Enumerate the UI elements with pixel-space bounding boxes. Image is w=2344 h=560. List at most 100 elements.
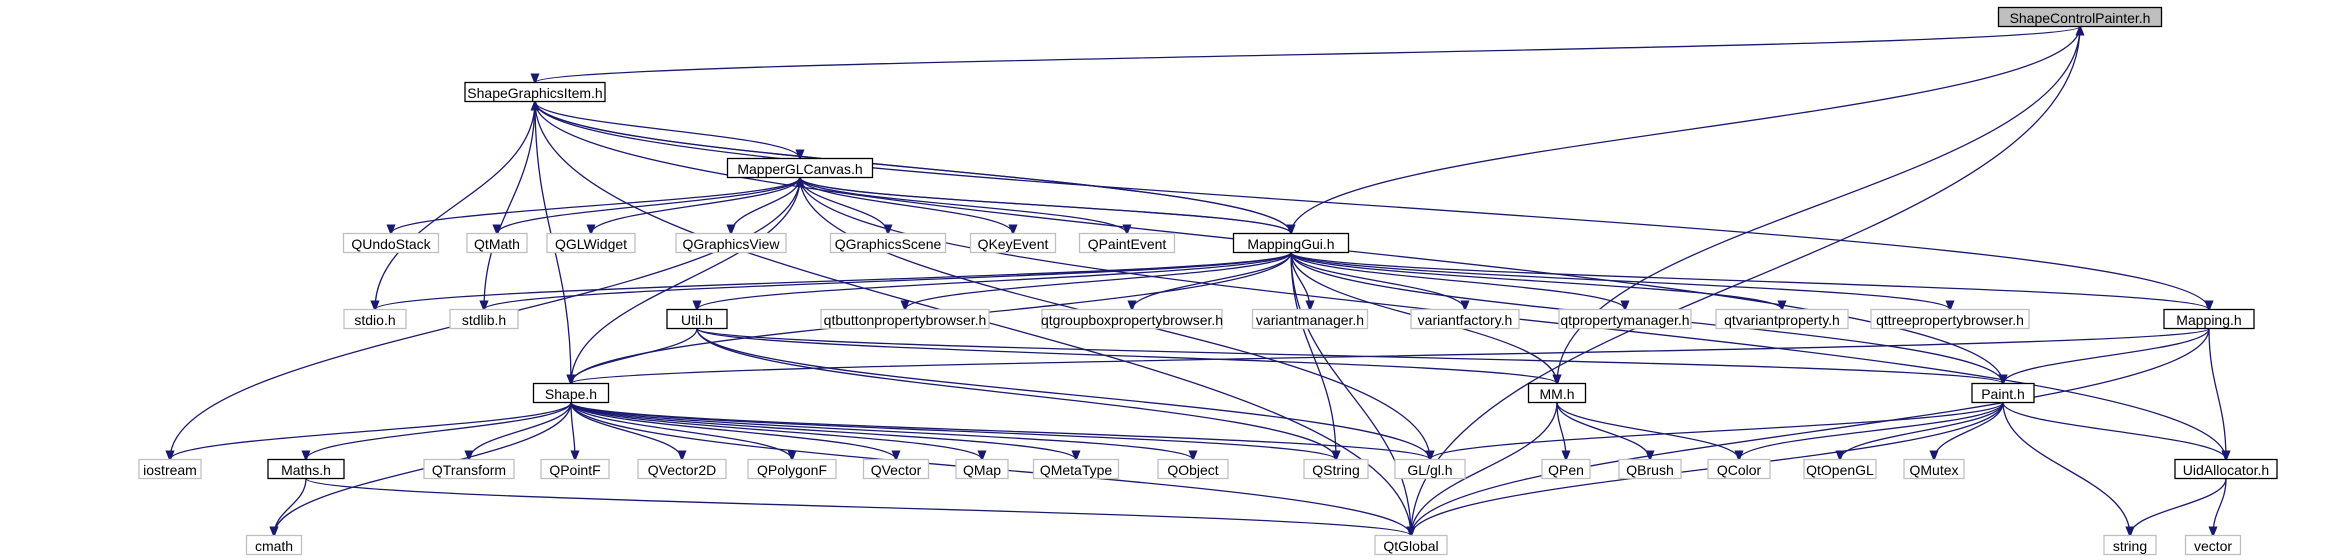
node-qtopengl-box bbox=[1803, 458, 1877, 480]
node-qvector2d-label: QVector2D bbox=[648, 462, 716, 478]
node-qmap: QMap bbox=[955, 458, 1009, 480]
node-stdlib: stdlib.h bbox=[449, 308, 519, 330]
node-mapping-box bbox=[2163, 308, 2255, 330]
node-qtvariantproperty-label: qtvariantproperty.h bbox=[1724, 312, 1840, 328]
node-qgraphicsscene: QGraphicsScene bbox=[829, 232, 947, 254]
edge-mm-to-qcolor bbox=[1556, 402, 1739, 460]
edge-mglc-to-qkeyevent bbox=[799, 177, 1013, 234]
node-qpolygonf: QPolygonF bbox=[747, 458, 837, 480]
edge-util-to-paint bbox=[696, 327, 2003, 384]
node-string-box bbox=[2103, 534, 2157, 556]
edge-mm-to-qtglobal bbox=[1411, 402, 1558, 536]
edge-shape-to-qobject bbox=[570, 401, 1193, 460]
node-qkeyevent-box bbox=[969, 232, 1057, 254]
node-stdlib-box bbox=[449, 308, 519, 330]
edge-mapping-to-paint bbox=[2003, 328, 2210, 384]
node-qundostack-label: QUndoStack bbox=[351, 236, 431, 252]
node-mglc[interactable]: MapperGLCanvas.h bbox=[726, 157, 874, 179]
node-iostream-label: iostream bbox=[143, 462, 197, 478]
node-qglwidget-box bbox=[546, 232, 636, 254]
edge-shape-to-qmap bbox=[570, 402, 982, 460]
node-qbrush-label: QBrush bbox=[1626, 462, 1673, 478]
node-uid[interactable]: UidAllocator.h bbox=[2174, 458, 2278, 480]
edge-mglc-to-qtmath bbox=[497, 177, 801, 234]
node-qmutex-label: QMutex bbox=[1909, 462, 1958, 478]
node-qtpropertymanager-box bbox=[1558, 308, 1692, 330]
node-qtransform-label: QTransform bbox=[432, 462, 506, 478]
node-iostream: iostream bbox=[138, 458, 202, 480]
edge-mglc-to-qglwidget bbox=[591, 177, 801, 234]
edge-sgi-to-mapping bbox=[534, 101, 2209, 310]
edge-mgui-to-mapping bbox=[1290, 251, 2209, 310]
node-mapping[interactable]: Mapping.h bbox=[2163, 308, 2255, 330]
node-qgraphicsview-box bbox=[675, 232, 787, 254]
edge-shape-to-glgl bbox=[570, 401, 1430, 460]
node-qgraphicsscene-box bbox=[829, 232, 947, 254]
edge-util-to-mm bbox=[696, 327, 1557, 384]
node-stdio-box bbox=[343, 308, 407, 330]
node-paint[interactable]: Paint.h bbox=[1971, 382, 2035, 404]
node-qtglobal: QtGlobal bbox=[1374, 534, 1448, 556]
node-mgui-box bbox=[1232, 232, 1350, 254]
node-qtgroupboxpb-box bbox=[1041, 308, 1223, 330]
node-qpen-label: QPen bbox=[1548, 462, 1584, 478]
edge-mgui-to-stdlib bbox=[484, 251, 1292, 310]
edge-uid-to-vector bbox=[2213, 478, 2227, 536]
node-variantfactory-label: variantfactory.h bbox=[1418, 312, 1513, 328]
edge-shape-to-cmath bbox=[274, 402, 572, 536]
node-qttreepb: qttreepropertybrowser.h bbox=[1870, 308, 2030, 330]
node-qkeyevent-label: QKeyEvent bbox=[978, 236, 1049, 252]
node-mm[interactable]: MM.h bbox=[1527, 382, 1587, 404]
edge-shape-to-qtransform bbox=[469, 402, 572, 460]
node-qtopengl-label: QtOpenGL bbox=[1806, 462, 1874, 478]
node-util-label: Util.h bbox=[681, 312, 713, 328]
node-stdio-label: stdio.h bbox=[354, 312, 395, 328]
edge-shape-to-qpolygonf bbox=[570, 402, 792, 460]
edge-paint-to-qmutex bbox=[1934, 402, 2004, 460]
node-mgui[interactable]: MappingGui.h bbox=[1232, 232, 1350, 254]
node-glgl-label: GL/gl.h bbox=[1407, 462, 1452, 478]
node-mglc-box bbox=[726, 157, 874, 179]
node-shape-box bbox=[532, 382, 610, 404]
dependency-edges bbox=[170, 27, 2226, 536]
edge-paint-to-glgl bbox=[1430, 401, 2004, 460]
node-qvector: QVector bbox=[862, 458, 930, 480]
node-util[interactable]: Util.h bbox=[666, 308, 728, 330]
node-scp-box bbox=[1997, 6, 2163, 28]
node-sgi[interactable]: ShapeGraphicsItem.h bbox=[464, 81, 606, 103]
node-qvector2d: QVector2D bbox=[637, 458, 727, 480]
edge-sgi-to-mglc bbox=[534, 101, 800, 159]
node-shape[interactable]: Shape.h bbox=[532, 382, 610, 404]
node-uid-label: UidAllocator.h bbox=[2183, 462, 2269, 478]
node-mm-box bbox=[1527, 382, 1587, 404]
edge-util-to-glgl bbox=[696, 328, 1430, 460]
node-qstring-box bbox=[1303, 458, 1369, 480]
node-qgraphicsscene-label: QGraphicsScene bbox=[835, 236, 942, 252]
edge-mgui-to-qtbuttonpb bbox=[905, 252, 1292, 310]
edge-mgui-to-qstring bbox=[1290, 252, 1336, 460]
node-qundostack: QUndoStack bbox=[342, 232, 440, 254]
node-util-box bbox=[666, 308, 728, 330]
node-mapping-label: Mapping.h bbox=[2176, 312, 2241, 328]
edge-mgui-to-sgi bbox=[535, 102, 1292, 234]
node-qtgroupboxpb-label: qtgroupboxpropertybrowser.h bbox=[1041, 312, 1223, 328]
node-qvector-label: QVector bbox=[871, 462, 922, 478]
node-qtvariantproperty-box bbox=[1715, 308, 1849, 330]
node-qpolygonf-label: QPolygonF bbox=[757, 462, 827, 478]
node-qtopengl: QtOpenGL bbox=[1803, 458, 1877, 480]
edge-scp-to-sgi bbox=[535, 25, 2081, 83]
node-qpaintevent-label: QPaintEvent bbox=[1088, 236, 1167, 252]
edge-shape-to-qvector bbox=[570, 402, 896, 460]
node-maths[interactable]: Maths.h bbox=[267, 458, 345, 480]
node-maths-label: Maths.h bbox=[281, 462, 331, 478]
node-qpointf-label: QPointF bbox=[549, 462, 600, 478]
file-nodes: ShapeControlPainter.hShapeGraphicsItem.h… bbox=[138, 6, 2278, 556]
node-scp[interactable]: ShapeControlPainter.h bbox=[1997, 6, 2163, 28]
node-glgl: GL/gl.h bbox=[1394, 458, 1466, 480]
node-qpaintevent-box bbox=[1078, 232, 1176, 254]
edge-paint-to-qcolor bbox=[1739, 402, 2004, 460]
node-sgi-box bbox=[464, 81, 606, 103]
node-paint-label: Paint.h bbox=[1981, 386, 2025, 402]
node-qundostack-box bbox=[342, 232, 440, 254]
